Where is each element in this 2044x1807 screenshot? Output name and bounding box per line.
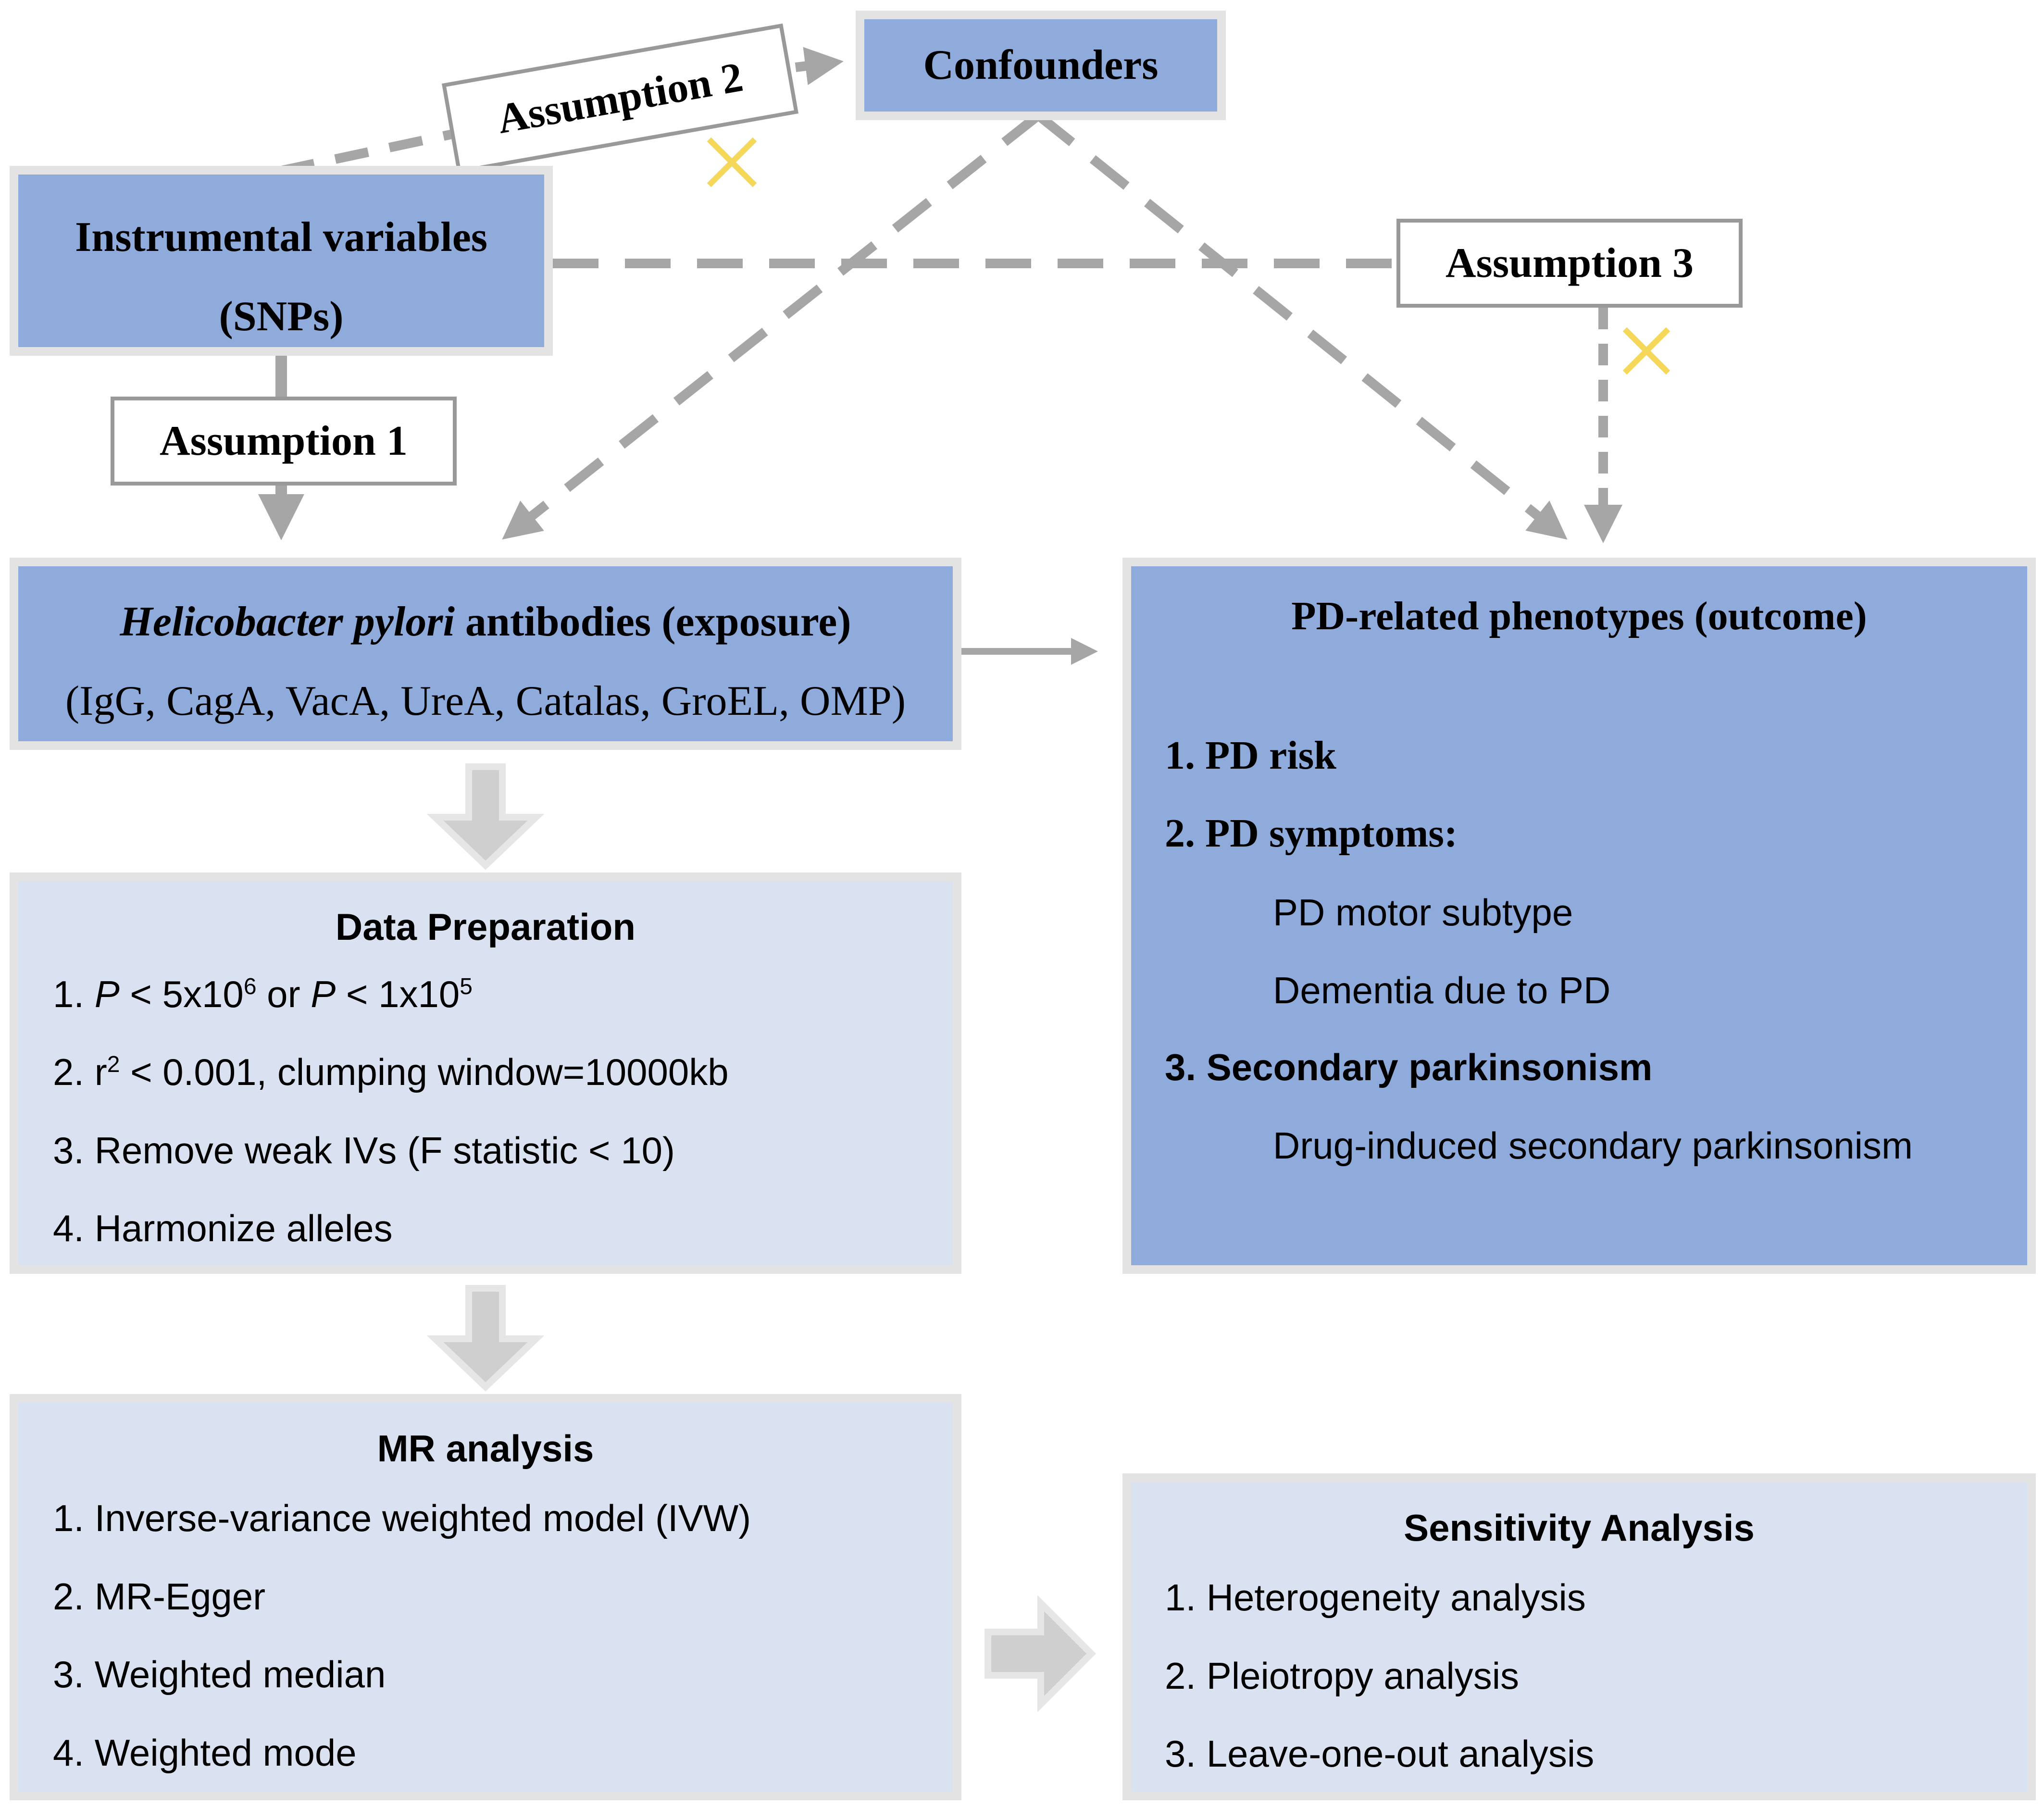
- data-preparation-box: Data Preparation 1. P < 5x106 or P < 1x1…: [10, 872, 961, 1274]
- assumption2-arrow: [795, 47, 844, 86]
- cross-icon-assumption2: [707, 137, 757, 187]
- instrumental-subtitle: (SNPs): [219, 293, 344, 340]
- flow-arrow-exposure-to-prep: [426, 763, 545, 870]
- confounders-label: Confounders: [923, 42, 1159, 88]
- sensitivity-item-2: 2. Pleiotropy analysis: [1165, 1655, 1520, 1697]
- outcome-item-motor-subtype: PD motor subtype: [1273, 891, 1573, 934]
- flow-arrow-mr-to-sensitivity: [985, 1595, 1096, 1712]
- exposure-box: Helicobacter pylori antibodies (exposure…: [10, 558, 961, 750]
- mr-item-3: 3. Weighted median: [53, 1653, 386, 1695]
- outcome-box: PD-related phenotypes (outcome) 1. PD ri…: [1122, 558, 2036, 1274]
- sensitivity-title: Sensitivity Analysis: [1404, 1507, 1755, 1549]
- exposure-subtitle: (IgG, CagA, VacA, UreA, Catalas, GroEL, …: [65, 678, 906, 724]
- assumption3-label: Assumption 3: [1446, 240, 1694, 287]
- outcome-item-drug-induced: Drug-induced secondary parkinsonism: [1273, 1124, 1913, 1167]
- mr-item-1: 1. Inverse-variance weighted model (IVW): [53, 1497, 751, 1539]
- sensitivity-item-1: 1. Heterogeneity analysis: [1165, 1576, 1586, 1619]
- assumption3-box: Assumption 3: [1396, 219, 1743, 308]
- data-prep-title: Data Preparation: [335, 906, 636, 948]
- outcome-item-pd-risk: 1. PD risk: [1165, 733, 1336, 778]
- assumption2-connector: [280, 127, 463, 175]
- sensitivity-item-3: 3. Leave-one-out analysis: [1165, 1732, 1595, 1775]
- data-prep-item-4: 4. Harmonize alleles: [53, 1207, 393, 1249]
- data-prep-item-2: 2. r2 < 0.001, clumping window=10000kb: [53, 1051, 729, 1093]
- flow-arrow-prep-to-mr: [426, 1285, 545, 1392]
- mr-item-2: 2. MR-Egger: [53, 1575, 266, 1618]
- outcome-item-dementia: Dementia due to PD: [1273, 969, 1611, 1011]
- data-prep-item-1: 1. P < 5x106 or P < 1x105: [53, 973, 473, 1015]
- exposure-title-italic: Helicobacter pylori: [120, 598, 455, 645]
- instrumental-variables-box: Instrumental variables (SNPs): [10, 166, 553, 356]
- confounder-outcome-arrow: [1035, 112, 1568, 540]
- instrumental-title: Instrumental variables: [75, 214, 487, 261]
- outcome-item-pd-symptoms: 2. PD symptoms:: [1165, 811, 1458, 856]
- confounder-exposure-arrow: [502, 112, 1042, 540]
- mr-analysis-box: MR analysis 1. Inverse-variance weighted…: [10, 1394, 961, 1800]
- sensitivity-analysis-box: Sensitivity Analysis 1. Heterogeneity an…: [1122, 1473, 2036, 1800]
- exposure-title: Helicobacter pylori antibodies (exposure…: [18, 598, 953, 646]
- data-prep-item-3: 3. Remove weak IVs (F statistic < 10): [53, 1129, 675, 1171]
- mr-analysis-title: MR analysis: [377, 1427, 594, 1470]
- exposure-title-rest: antibodies (exposure): [454, 598, 851, 645]
- cross-icon-assumption3: [1622, 327, 1670, 375]
- outcome-item-secondary-parkinsonism: 3. Secondary parkinsonism: [1165, 1046, 1653, 1088]
- assumption1-box: Assumption 1: [111, 397, 457, 486]
- mr-item-4: 4. Weighted mode: [53, 1732, 357, 1774]
- assumption1-label: Assumption 1: [160, 418, 408, 464]
- outcome-title: PD-related phenotypes (outcome): [1291, 594, 1867, 638]
- confounders-box: Confounders: [856, 11, 1226, 120]
